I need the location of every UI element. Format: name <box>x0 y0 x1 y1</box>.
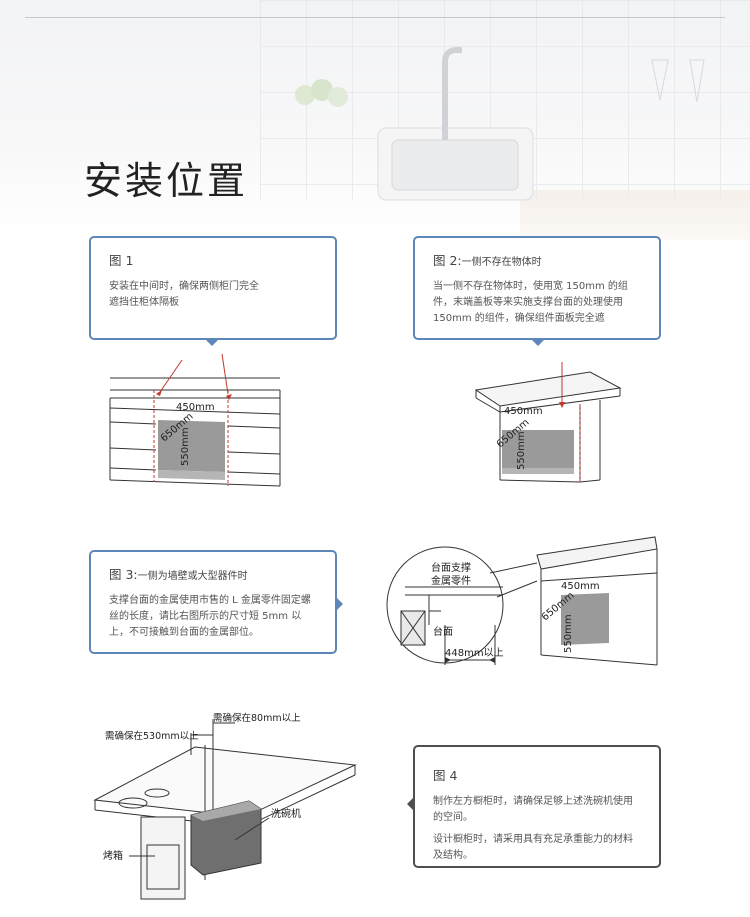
fig1-dim-width: 450mm <box>176 402 215 413</box>
kitchen-hero-background <box>0 0 750 240</box>
fig4-title: 图 4 <box>433 768 458 783</box>
fig4-body-2: 设计橱柜时，请采用具有充足承重能力的材料及结构。 <box>433 834 633 861</box>
hero-counter <box>520 190 750 240</box>
fig1-dim-height: 550mm <box>180 427 191 466</box>
fig3-subtitle: 一侧为墙壁或大型器件时 <box>137 571 248 582</box>
sink-illustration <box>295 47 705 201</box>
fig4-label-530: 需确保在530mm以上 <box>105 730 199 742</box>
fig3-body: 支撑台面的金属使用市售的 L 金属零件固定螺丝的长度，请比右图所示的尺寸短 5m… <box>109 595 311 638</box>
fig2-card: 图 2:一侧不存在物体时 当一侧不存在物体时，使用宽 150mm 的组件，末端盖… <box>413 236 661 340</box>
fig3-pointer <box>336 597 343 611</box>
fig3-label-counter: 台面 <box>433 625 453 638</box>
fig2-subtitle: 一侧不存在物体时 <box>461 257 542 268</box>
fig3-label-bracket-line2: 金属零件 <box>431 574 471 587</box>
fig2-dim-height: 550mm <box>516 431 527 470</box>
fig4-pointer <box>407 797 414 811</box>
fig3-title: 图 3:一侧为墙壁或大型器件时 <box>109 567 248 582</box>
fig2-title: 图 2:一侧不存在物体时 <box>433 253 542 268</box>
fig2-dim-width: 450mm <box>504 406 543 417</box>
fig1-title: 图 1 <box>109 253 134 268</box>
fig2-diagram: 450mm 650mm 550mm <box>474 362 622 484</box>
fig1-diagram: 450mm 650mm 550mm <box>109 353 281 487</box>
fig2-body: 当一侧不存在物体时，使用宽 150mm 的组件，末端盖板等来实施支撑台面的处理使… <box>433 281 628 324</box>
fig1-body: 安装在中间时，确保两侧柜门完全遮挡住柜体隔板 <box>109 281 259 308</box>
fig4-diagram: 需确保在80mm以上 需确保在530mm以上 洗碗机 烤箱 <box>93 712 357 900</box>
fig3-dim-height: 550mm <box>563 614 574 653</box>
fig1-card: 图 1 安装在中间时，确保两侧柜门完全遮挡住柜体隔板 <box>89 236 337 340</box>
fig4-label-80: 需确保在80mm以上 <box>213 712 301 724</box>
fig3-dim-clearance: 448mm以上 <box>445 647 504 659</box>
fig4-label-dishwasher: 洗碗机 <box>271 807 301 820</box>
fig3-dim-width: 450mm <box>561 581 600 592</box>
fig1-pointer <box>205 339 219 346</box>
fig2-pointer <box>531 339 545 346</box>
page-title: 安装位置 <box>84 159 249 203</box>
fig4-card: 图 4 制作左方橱柜时，请确保足够上述洗碗机使用的空间。 设计橱柜时，请采用具有… <box>413 745 661 868</box>
fig4-label-oven: 烤箱 <box>103 849 123 862</box>
fig3-diagram: 台面支撑 金属零件 台面 448mm以上 450mm 650mm 550mm <box>386 536 658 666</box>
top-divider <box>25 17 725 18</box>
fig3-card: 图 3:一侧为墙壁或大型器件时 支撑台面的金属使用市售的 L 金属零件固定螺丝的… <box>89 550 337 654</box>
fig3-label-bracket-line1: 台面支撑 <box>431 561 471 574</box>
fig4-body-1: 制作左方橱柜时，请确保足够上述洗碗机使用的空间。 <box>433 796 633 823</box>
